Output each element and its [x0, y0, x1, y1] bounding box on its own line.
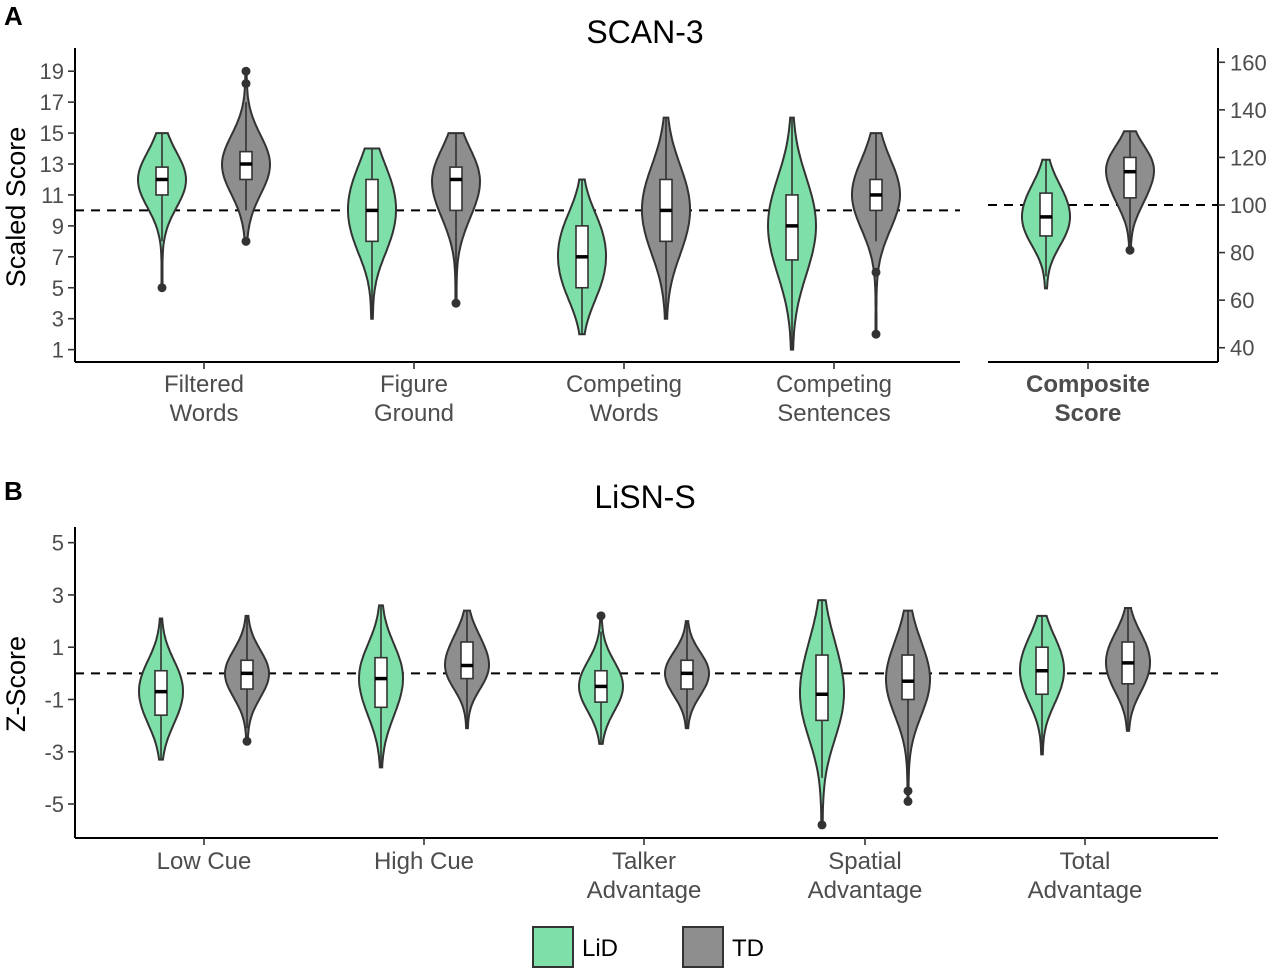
- panel-a-y-tick-label: 11: [41, 183, 64, 208]
- panel-b-y-tick-label: -3: [44, 740, 64, 765]
- panel-a-figure-ground-x-label-line: Figure: [380, 371, 448, 398]
- panel-b-talker-advantage-x-label-line: Talker: [612, 848, 676, 875]
- panel-a: A SCAN-3 Scaled Score 135791113151719406…: [1, 1, 1267, 427]
- panel-a-title: SCAN-3: [586, 14, 703, 50]
- panel-a-secondary-y-tick-label: 160: [1230, 50, 1267, 75]
- panel-a-y-tick-label: 7: [52, 245, 64, 270]
- panel-a-filtered-words-td-outlier: [241, 66, 251, 76]
- panel-b-low-cue-x-label-line: Low Cue: [157, 848, 252, 875]
- panel-a-composite-score-td-outlier: [1125, 245, 1135, 255]
- legend-swatch-lid: [532, 926, 574, 968]
- panel-a-figure-ground-x-label-line: Ground: [374, 400, 454, 427]
- panel-a-competing-sentences-td-outlier: [871, 267, 881, 277]
- panel-b-y-tick-label: 3: [52, 583, 64, 608]
- panel-a-filtered-words-td-outlier: [241, 236, 251, 246]
- legend: LiD TD: [532, 926, 764, 968]
- panel-b-title: LiSN-S: [594, 479, 695, 515]
- panel-a-composite-score-x-label-line: Score: [1055, 400, 1122, 427]
- panel-a-y-axis-title: Scaled Score: [1, 127, 31, 288]
- panel-b-y-tick-label: 5: [52, 531, 64, 556]
- panel-a-competing-sentences-x-label-line: Competing: [776, 371, 892, 398]
- panel-a-filtered-words-td-outlier: [241, 79, 251, 89]
- panel-a-y-tick-label: 9: [52, 214, 64, 239]
- panel-a-y-tick-label: 19: [40, 59, 64, 84]
- panel-b-spatial-advantage-td-outlier: [903, 796, 913, 806]
- panel-a-secondary-y-tick-label: 120: [1230, 145, 1267, 170]
- panel-a-figure-ground-td-box: [449, 166, 463, 212]
- panel-a-competing-sentences-x-label-line: Sentences: [777, 400, 890, 427]
- panel-a-filtered-words-lid-outlier: [157, 283, 167, 293]
- panel-b-spatial-advantage-x-label-line: Spatial: [828, 848, 901, 875]
- panel-b-letter: B: [4, 476, 23, 506]
- panel-a-competing-sentences-td-outlier: [871, 329, 881, 339]
- panel-b-low-cue-td-outlier: [242, 736, 252, 746]
- panel-b-talker-advantage-x-label-line: Advantage: [587, 877, 702, 904]
- panel-a-competing-words-x-label-line: Competing: [566, 371, 682, 398]
- panel-b-spatial-advantage-td-outlier: [903, 786, 913, 796]
- panel-a-figure-ground-td-outlier: [451, 298, 461, 308]
- panel-b-spatial-advantage-td-box: [901, 654, 915, 701]
- panel-a-secondary-y-tick-label: 40: [1230, 336, 1254, 361]
- panel-a-secondary-y-tick-label: 80: [1230, 241, 1254, 266]
- panel-b-spatial-advantage-lid-outlier: [817, 820, 827, 830]
- panel-a-filtered-words-x-label-line: Filtered: [164, 371, 244, 398]
- panel-b-y-tick-label: 1: [52, 635, 64, 660]
- panel-a-y-tick-label: 17: [40, 90, 64, 115]
- panel-a-competing-words-x-label-line: Words: [590, 400, 659, 427]
- panel-b-high-cue-lid-box: [374, 656, 388, 709]
- panel-b-high-cue-td-box: [460, 641, 474, 680]
- panel-a-composite-score-td-box: [1123, 156, 1137, 199]
- panel-a-y-tick-label: 5: [52, 276, 64, 301]
- panel-b-y-tick-label: -1: [44, 687, 64, 712]
- panel-a-composite-score-x-label-line: Composite: [1026, 371, 1150, 398]
- panel-a-y-tick-label: 15: [40, 121, 64, 146]
- panel-a-composite-score-lid-box: [1039, 192, 1053, 237]
- panel-b-total-advantage-x-label-line: Total: [1060, 848, 1111, 875]
- panel-b-talker-advantage-lid-outlier: [596, 611, 606, 621]
- panel-b-high-cue-x-label-line: High Cue: [374, 848, 474, 875]
- panel-b-y-axis-title: Z-Score: [1, 636, 31, 732]
- panel-b-spatial-advantage-x-label-line: Advantage: [808, 877, 923, 904]
- panel-a-secondary-y-tick-label: 100: [1230, 193, 1267, 218]
- legend-label-td: TD: [732, 935, 764, 962]
- panel-b-total-advantage-x-label-line: Advantage: [1028, 877, 1143, 904]
- panel-a-secondary-y-tick-label: 60: [1230, 288, 1254, 313]
- panel-a-filtered-words-x-label-line: Words: [170, 400, 239, 427]
- legend-label-lid: LiD: [582, 935, 618, 962]
- panel-b-spatial-advantage-lid-box: [815, 654, 829, 722]
- legend-swatch-td: [682, 926, 724, 968]
- panel-a-letter: A: [4, 1, 23, 31]
- panel-a-y-tick-label: 13: [40, 152, 64, 177]
- panel-b-y-tick-label: -5: [44, 792, 64, 817]
- panel-a-y-tick-label: 1: [52, 338, 64, 363]
- panel-a-secondary-y-tick-label: 140: [1230, 98, 1267, 123]
- panel-a-y-tick-label: 3: [52, 307, 64, 332]
